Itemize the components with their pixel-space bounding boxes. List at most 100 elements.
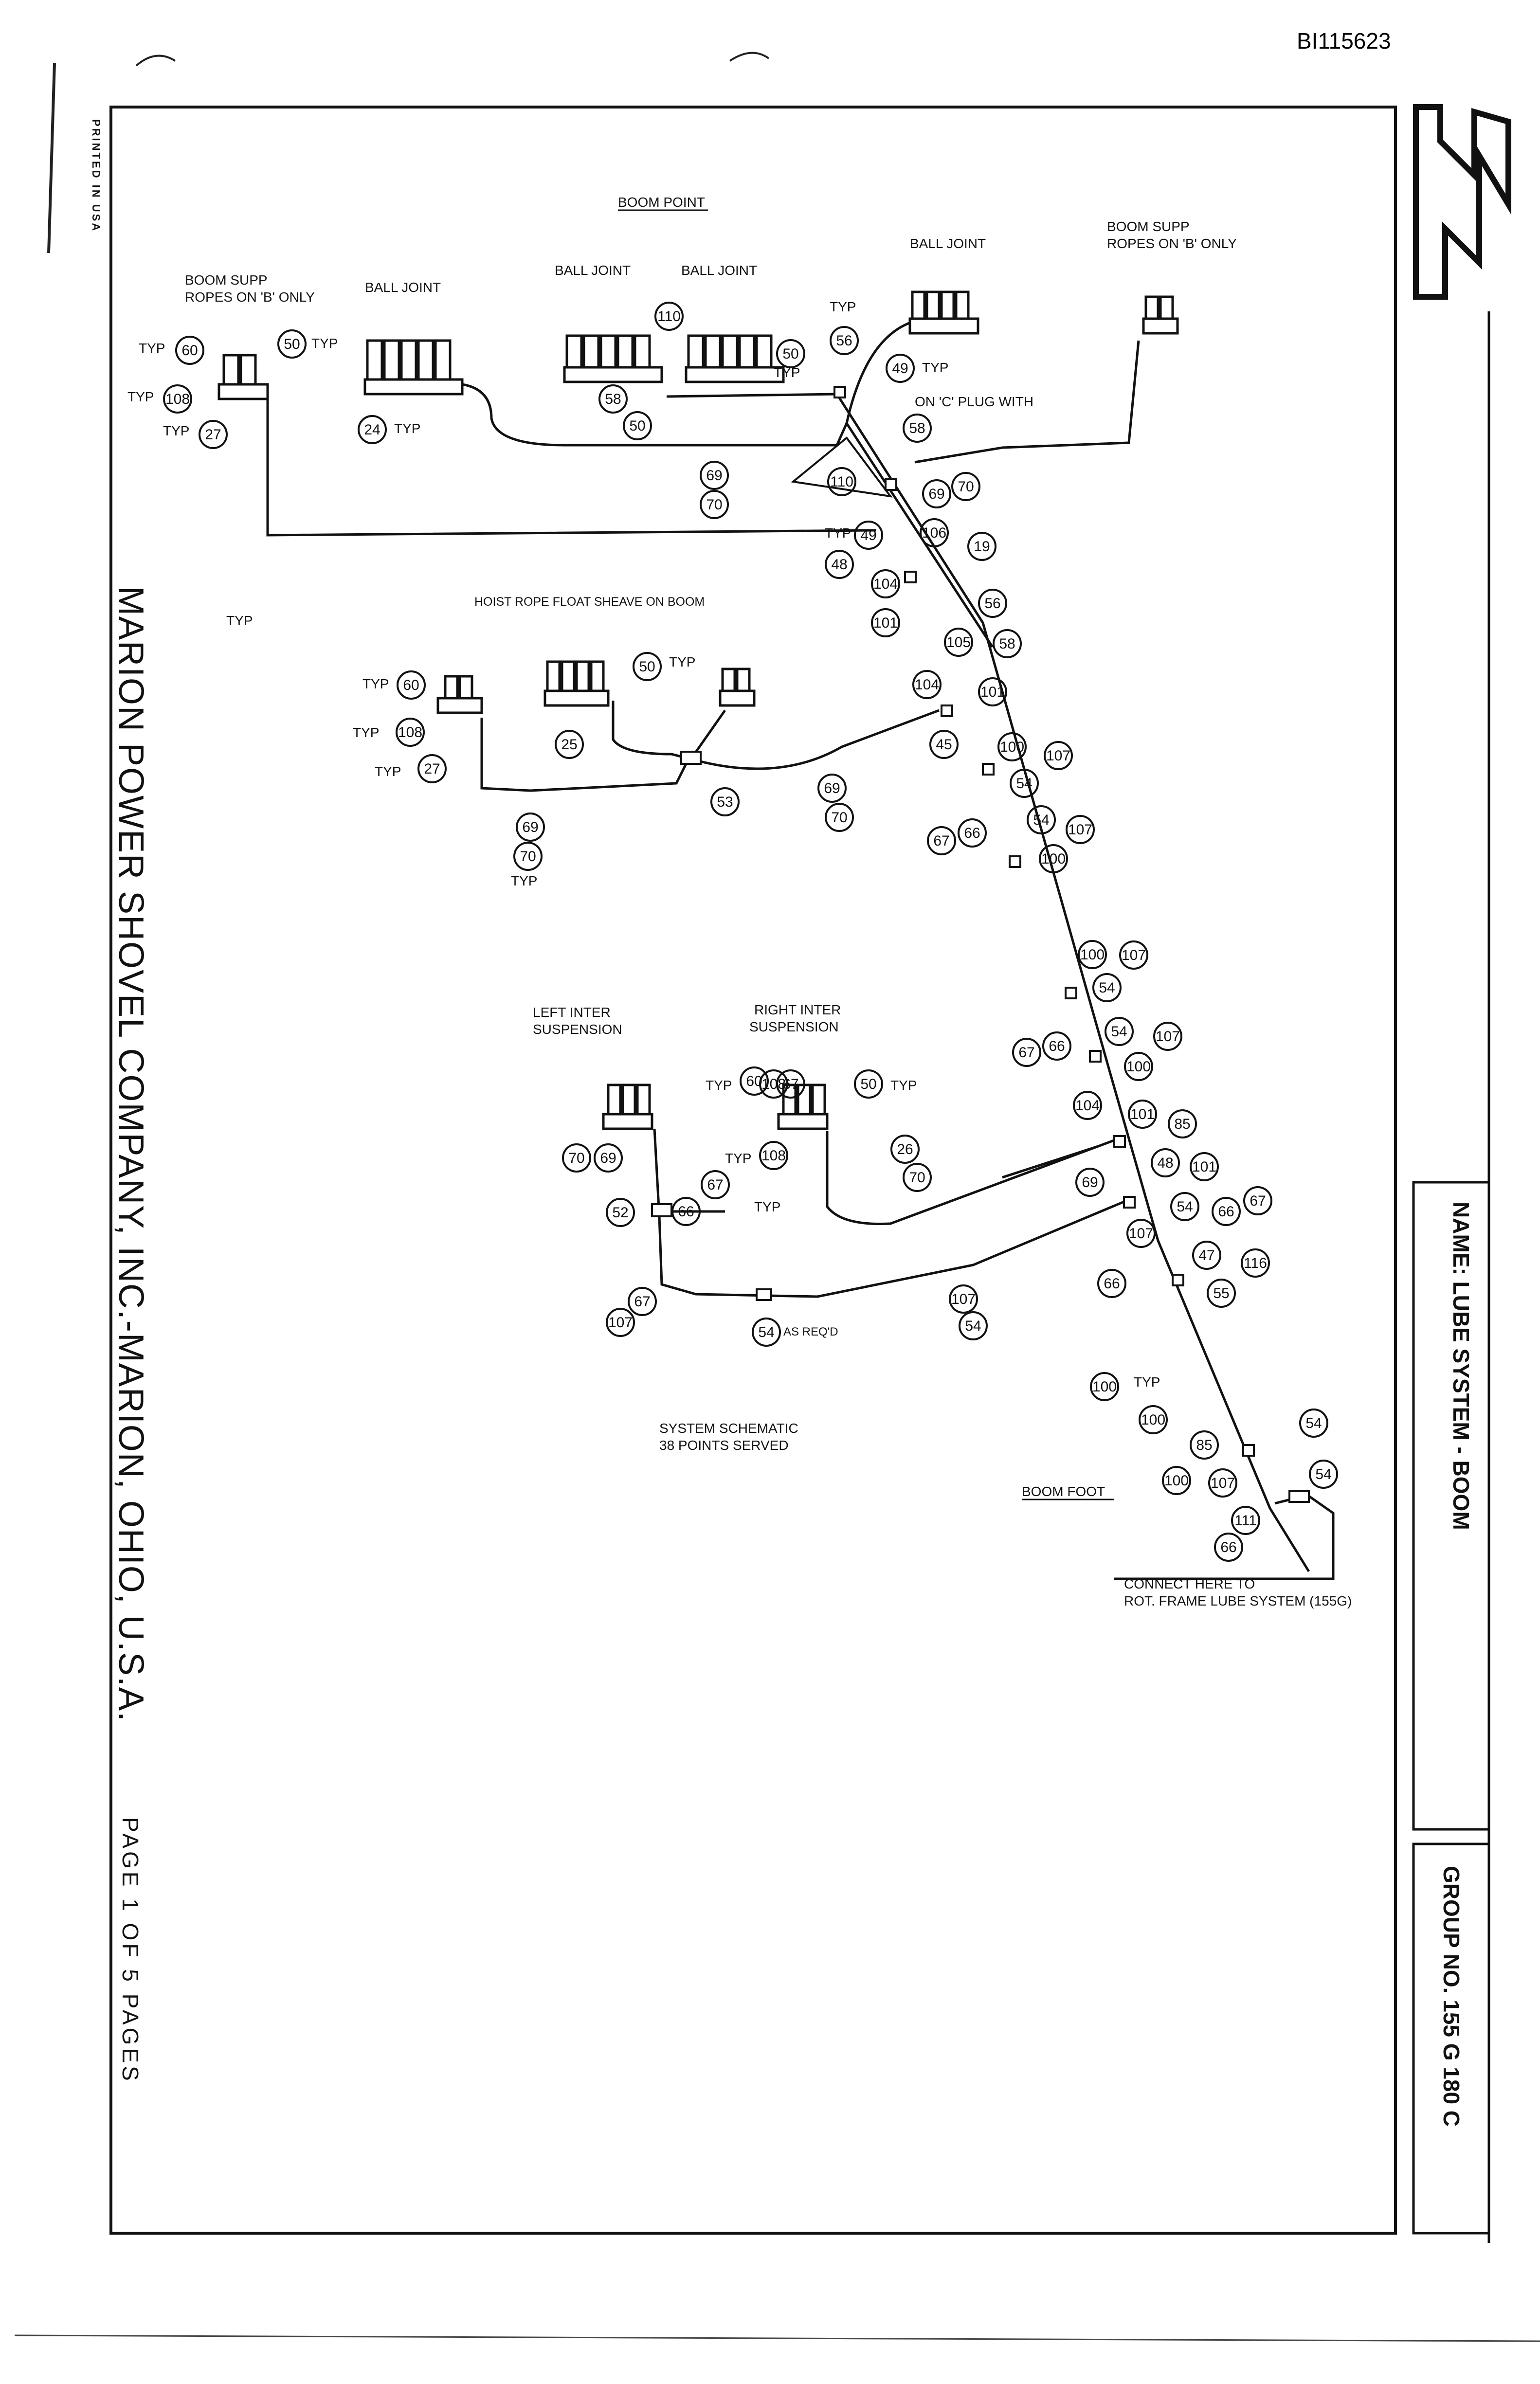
callout-balloon-circle xyxy=(951,472,980,501)
callout-balloon-label: 56 xyxy=(836,333,852,349)
callout-balloon: 116 xyxy=(1241,1248,1270,1278)
scan-edge-mark xyxy=(135,54,176,67)
callout-balloon-label: 66 xyxy=(678,1204,694,1220)
callout-balloon: 100 xyxy=(997,732,1027,761)
callout-balloon: 27 xyxy=(417,754,447,783)
callout-balloon-label: 69 xyxy=(928,486,944,502)
callout-balloon: 100 xyxy=(1162,1466,1191,1495)
callout-balloon-circle xyxy=(1190,1152,1219,1181)
callout-balloon-circle xyxy=(1092,973,1122,1002)
callout-balloon-circle xyxy=(1012,1038,1041,1067)
callout-balloon-circle xyxy=(701,1170,730,1199)
callout-balloon-circle xyxy=(759,1069,788,1099)
typ-label: TYP xyxy=(226,613,253,628)
callout-balloon: 100 xyxy=(1039,844,1068,873)
callout-balloon-circle xyxy=(700,461,729,490)
callout-balloon-label: 54 xyxy=(1099,980,1115,996)
callout-balloon: 69 xyxy=(922,479,951,508)
typ-label: TYP xyxy=(754,1199,780,1214)
drawing-border xyxy=(109,106,1397,2235)
callout-balloon-label: 49 xyxy=(860,527,876,543)
callout-balloon-circle xyxy=(1044,741,1073,770)
callout-balloon: 48 xyxy=(1151,1148,1180,1177)
typ-label: TYP xyxy=(139,341,165,356)
hoist-rope-label: HOIST ROPE FLOAT SHEAVE ON BOOM xyxy=(474,595,705,609)
callout-balloon: 69 xyxy=(1075,1168,1105,1197)
ball-joint-label-2: BALL JOINT xyxy=(555,263,631,278)
callout-balloon: 108 xyxy=(163,384,192,414)
callout-balloon-label: 111 xyxy=(1234,1513,1257,1529)
right-inter-label-2: SUSPENSION xyxy=(749,1019,839,1034)
callout-balloon-circle xyxy=(1027,805,1056,834)
callout-balloon-label: 101 xyxy=(873,615,898,631)
callout-balloon: 70 xyxy=(951,472,980,501)
callout-balloon-label: 70 xyxy=(520,849,536,865)
callout-balloon-circle xyxy=(1010,769,1039,798)
left-binding-line xyxy=(47,63,56,253)
callout-balloon: 100 xyxy=(1124,1052,1153,1081)
callout-balloon-label: 108 xyxy=(165,391,190,407)
callout-balloon: 107 xyxy=(1119,940,1148,970)
callout-balloon-circle xyxy=(967,532,996,561)
callout-balloon-circle xyxy=(633,652,662,681)
typ-label: TYP xyxy=(311,336,338,351)
callout-balloon: 100 xyxy=(1139,1405,1168,1434)
callout-balloon-circle xyxy=(886,354,915,383)
callout-balloon-circle xyxy=(671,1197,701,1226)
callout-balloon-circle xyxy=(1090,1372,1119,1401)
callout-balloon-circle xyxy=(978,589,1007,618)
callout-balloon-circle xyxy=(700,490,729,519)
callout-balloon-label: 107 xyxy=(951,1291,976,1307)
callout-balloon: 66 xyxy=(958,818,987,848)
callout-balloon-label: 45 xyxy=(936,737,952,753)
callout-balloon: 107 xyxy=(949,1284,978,1314)
callout-balloon: 50 xyxy=(633,652,662,681)
callout-balloon-circle xyxy=(175,336,204,365)
callout-balloon: 50 xyxy=(854,1069,883,1099)
boom-supp-left-label-2: ROPES ON 'B' ONLY xyxy=(185,289,315,305)
callout-balloon-label: 50 xyxy=(284,336,300,352)
callout-balloon: 69 xyxy=(817,774,847,803)
callout-balloon: 101 xyxy=(1190,1152,1219,1181)
callout-balloon: 70 xyxy=(513,842,543,871)
callout-balloon: 70 xyxy=(700,490,729,519)
callout-balloon-label: 60 xyxy=(181,343,198,359)
callout-balloon-label: 70 xyxy=(909,1170,925,1186)
typ-label: TYP xyxy=(774,365,800,380)
callout-balloon-circle xyxy=(854,521,883,550)
callout-balloon-label: 100 xyxy=(1041,851,1066,867)
callout-balloon-circle xyxy=(1168,1109,1197,1138)
callout-balloon: 101 xyxy=(978,677,1007,706)
callout-balloon-label: 50 xyxy=(782,346,798,362)
callout-balloon-label: 60 xyxy=(403,677,419,693)
callout-balloon-label: 85 xyxy=(1196,1437,1212,1453)
callout-balloon-label: 67 xyxy=(933,833,949,849)
callout-balloon-circle xyxy=(912,670,942,699)
callout-balloon-circle xyxy=(1299,1409,1328,1438)
callout-balloon-label: 107 xyxy=(608,1315,633,1331)
callout-balloon: 67 xyxy=(628,1287,657,1316)
callout-balloon-label: 107 xyxy=(1046,748,1070,764)
callout-balloon-circle xyxy=(1153,1022,1182,1051)
callout-balloon-circle xyxy=(1151,1148,1180,1177)
printed-in-usa: PRINTED IN USA xyxy=(90,119,102,233)
callout-balloon-label: 100 xyxy=(1164,1473,1189,1489)
callout-balloon-label: 24 xyxy=(364,422,380,438)
callout-balloon-label: 56 xyxy=(984,596,1000,612)
callout-balloon-label: 54 xyxy=(965,1318,981,1334)
callout-balloon: 53 xyxy=(710,787,740,816)
callout-balloon: 107 xyxy=(1126,1219,1156,1248)
callout-balloon: 108 xyxy=(759,1069,788,1099)
callout-balloon-circle xyxy=(827,467,856,496)
callout-balloon-label: 67 xyxy=(707,1177,723,1193)
callout-balloon-label: 69 xyxy=(522,819,538,835)
callout-balloon: 108 xyxy=(396,718,425,747)
callout-balloon-circle xyxy=(654,302,684,331)
callout-balloon-circle xyxy=(417,754,447,783)
callout-balloon-circle xyxy=(1078,940,1107,969)
callout-balloon-label: 50 xyxy=(629,418,645,434)
callout-balloon-circle xyxy=(594,1143,623,1173)
callout-balloon-label: 27 xyxy=(205,427,221,443)
callout-balloon-label: 107 xyxy=(1122,947,1146,963)
callout-balloon: 19 xyxy=(967,532,996,561)
